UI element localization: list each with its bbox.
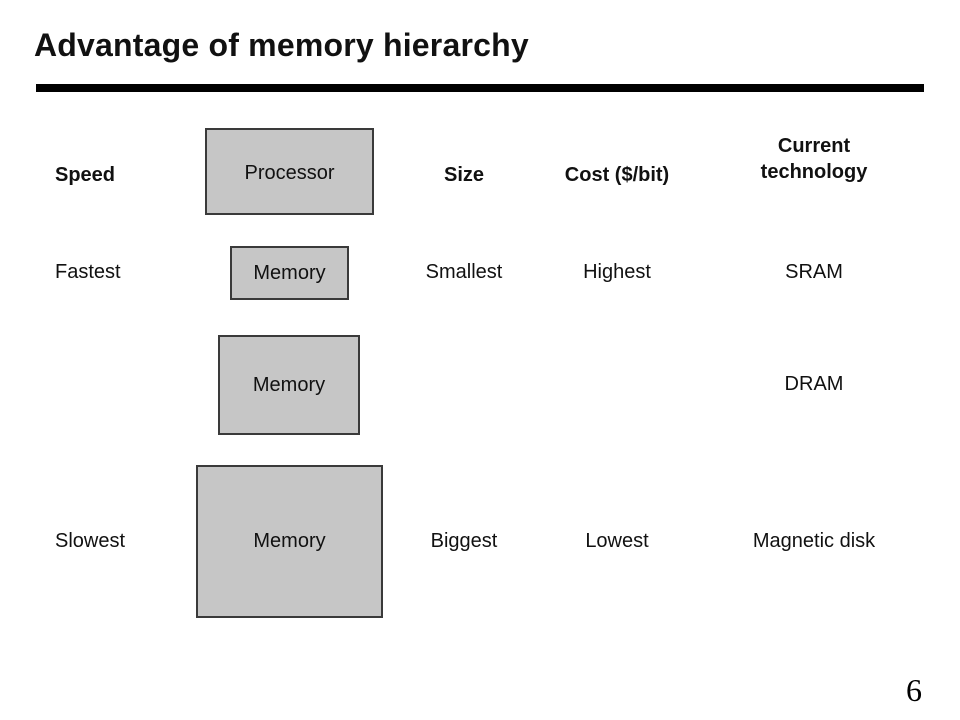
slide-title: Advantage of memory hierarchy	[34, 27, 529, 63]
header-size: Size	[443, 164, 485, 186]
memory-box-level-2: Memory	[218, 335, 360, 435]
header-technology-line1: Current	[777, 135, 851, 157]
speed-slowest: Slowest	[55, 530, 126, 552]
processor-label: Processor	[244, 162, 335, 184]
size-smallest: Smallest	[425, 261, 503, 283]
cost-highest: Highest	[583, 261, 651, 283]
memory-label-level-3: Memory	[253, 530, 326, 552]
size-biggest: Biggest	[430, 530, 498, 552]
memory-label-level-1: Memory	[253, 261, 326, 284]
page-number: 6	[906, 672, 922, 708]
header-cost: Cost ($/bit)	[564, 164, 670, 186]
processor-box: Processor	[205, 128, 374, 215]
memory-box-level-1: Memory	[230, 246, 349, 300]
memory-box-level-3: Memory	[196, 465, 383, 618]
technology-sram: SRAM	[785, 261, 843, 283]
cost-lowest: Lowest	[585, 530, 649, 552]
speed-fastest: Fastest	[55, 261, 121, 283]
memory-label-level-2: Memory	[252, 373, 326, 396]
header-technology-line2: technology	[760, 161, 868, 183]
title-underline	[36, 84, 924, 92]
technology-dram: DRAM	[784, 373, 844, 395]
technology-magnetic-disk: Magnetic disk	[752, 530, 876, 552]
header-speed: Speed	[55, 164, 116, 186]
